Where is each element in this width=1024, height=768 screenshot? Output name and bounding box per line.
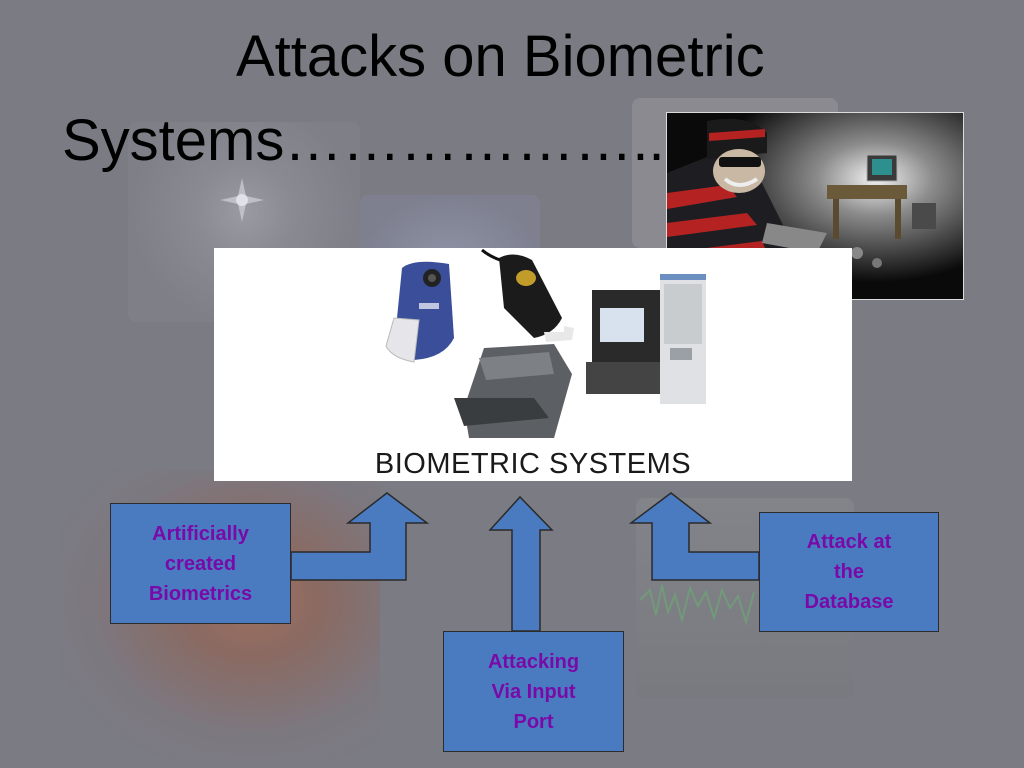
laptop-case-device <box>586 274 706 404</box>
attack-label-line: Database <box>804 591 894 613</box>
arrow-right-elbow <box>628 492 760 581</box>
attack-label-line: Via Input <box>491 680 576 703</box>
blue-scanner-device <box>385 261 454 363</box>
attack-box-artificial-biometrics: Artificially created Biometrics <box>110 503 291 624</box>
attack-label-line: Artificially <box>152 522 249 545</box>
attack-box-input-port: Attacking Via Input Port <box>443 631 624 752</box>
attack-box-database: Attack at the Database <box>759 512 939 632</box>
attack-label-line: Biometrics <box>148 582 253 605</box>
slide-title-line2: Systems……………….. <box>62 108 665 173</box>
attack-label-line: created <box>164 552 237 575</box>
biometric-devices-illustration <box>385 248 706 438</box>
fingerprint-scanner-device <box>481 248 574 342</box>
attack-label-line: Port <box>513 710 554 733</box>
arrow-center-up <box>488 495 554 632</box>
slide-title-line1: Attacks on Biometric <box>236 24 765 89</box>
arrow-left-elbow <box>290 492 430 581</box>
attack-label-line: the <box>834 561 864 583</box>
attack-label-line: Attacking <box>487 650 580 673</box>
hand-reader-device <box>454 344 572 438</box>
biometric-systems-caption: BIOMETRIC SYSTEMS <box>374 448 692 480</box>
attack-label-line: Attack at <box>806 531 892 553</box>
biometric-systems-panel: BIOMETRIC SYSTEMS <box>214 248 852 481</box>
